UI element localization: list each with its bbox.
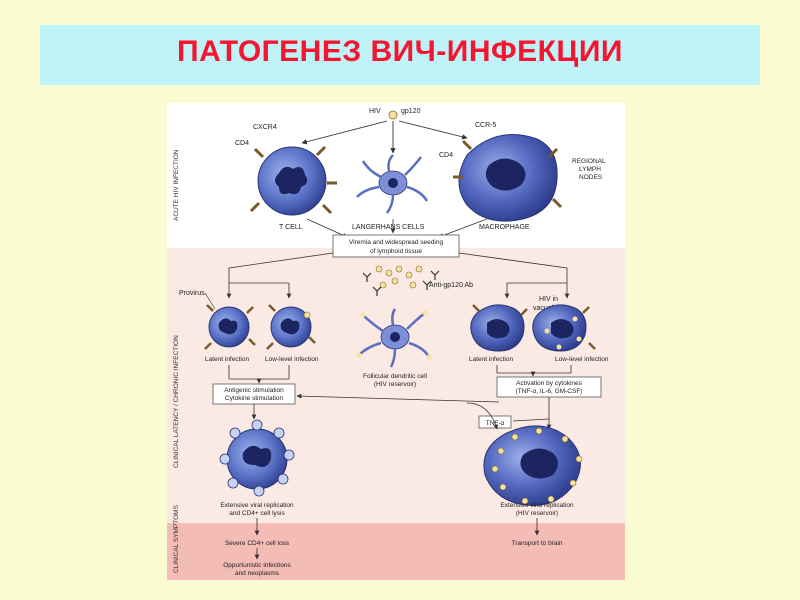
cd4-right-label: CD4 (439, 152, 453, 159)
ccr5-label: CCR-5 (475, 122, 496, 129)
activation-box: Activation by cytokines (TNF-α, IL-6, GM… (496, 376, 602, 398)
replicating-macrophage-icon (483, 425, 583, 507)
fdc-label-2: (HIV reservoir) (374, 381, 416, 388)
antigenic-text-1: Antigenic stimulation (224, 387, 284, 394)
latent-macrophage-icon (470, 304, 528, 352)
langerhans-cell-icon (356, 154, 429, 214)
antigenic-stimulation-box: Antigenic stimulation Cytokine stimulati… (212, 383, 296, 405)
viremia-text-1: Viremia and widespread seeding (349, 239, 444, 246)
fdc-label-1: Follicular dendritic cell (363, 373, 427, 380)
macrophage-icon (453, 134, 563, 222)
t-cell-label: T CELL (279, 224, 303, 231)
viremia-box: Viremia and widespread seeding of lympho… (332, 234, 460, 258)
activation-text-1: Activation by cytokines (516, 380, 583, 387)
gp120-label: gp120 (401, 108, 421, 115)
lysing-t-cell-icon (219, 419, 295, 497)
virus-cloud-icon (375, 265, 423, 289)
symptoms-band (167, 523, 625, 580)
title-band: ПАТОГЕНЕЗ ВИЧ-ИНФЕКЦИИ (40, 25, 760, 85)
follicular-dendritic-cell-icon (356, 308, 432, 368)
ext-right-label-2: (HIV reservoir) (516, 510, 558, 517)
ext-left-label-2: and CD4+ cell lysis (229, 510, 285, 517)
stage-label-latency: CLINICAL LATENCY / CHRONIC INFECTION (173, 335, 180, 468)
stage-label-symptoms: CLINICAL SYMPTOMS (173, 504, 180, 573)
anti-gp120-label: Anti-gp120 Ab (429, 282, 473, 289)
slide-title: ПАТОГЕНЕЗ ВИЧ-ИНФЕКЦИИ (177, 35, 623, 68)
macrophage-label: MACROPHAGE (479, 224, 530, 231)
opportunistic-label-1: Opportunistic infections (223, 562, 291, 569)
pathogenesis-diagram: ACUTE HIV INFECTION CLINICAL LATENCY / C… (167, 103, 625, 580)
low-level-t-cell-icon (266, 304, 316, 350)
viremia-text-2: of lymphoid tissue (370, 248, 422, 255)
tnf-alpha-box: TNF-α (478, 415, 512, 429)
hiv-virion-icon (388, 110, 398, 120)
severe-loss-label: Severe CD4+ cell loss (225, 540, 290, 547)
opportunistic-label-2: and neoplasms (235, 570, 280, 577)
latent-left-label: Latent infection (205, 356, 249, 363)
regional-label-3: NODES (579, 174, 603, 181)
cd4-left-label: CD4 (235, 140, 249, 147)
latent-right-label: Latent infection (469, 356, 513, 363)
hiv-vacuoles-label-1: HIV in (539, 296, 558, 303)
stage-label-acute: ACUTE HIV INFECTION (173, 149, 180, 221)
hiv-pathogenesis-figure: ACUTE HIV INFECTION CLINICAL LATENCY / C… (167, 103, 625, 580)
transport-brain-label: Transport to brain (511, 540, 562, 547)
t-cell-icon (249, 145, 337, 216)
provirus-label: Provirus (179, 290, 205, 297)
antibody-icon (362, 270, 440, 296)
activation-text-2: (TNF-α, IL-6, GM-CSF) (516, 388, 583, 395)
antigenic-text-2: Cytokine stimulation (225, 395, 284, 402)
lowlevel-left-label: Low-level infection (265, 356, 319, 363)
langerhans-label: LANGERHANS CELLS (352, 224, 425, 231)
low-level-macrophage-icon (532, 304, 596, 352)
cxcr4-label: CXCR4 (253, 124, 277, 131)
regional-label-1: REGIONAL (572, 158, 606, 165)
latent-t-cell-icon (204, 304, 256, 350)
hiv-label: HIV (369, 108, 381, 115)
ext-left-label-1: Extensive viral replication (220, 502, 294, 509)
ext-right-label-1: Extensive viral replication (500, 502, 574, 509)
lowlevel-right-label: Low-level infection (555, 356, 609, 363)
regional-label-2: LYMPH (579, 166, 601, 173)
